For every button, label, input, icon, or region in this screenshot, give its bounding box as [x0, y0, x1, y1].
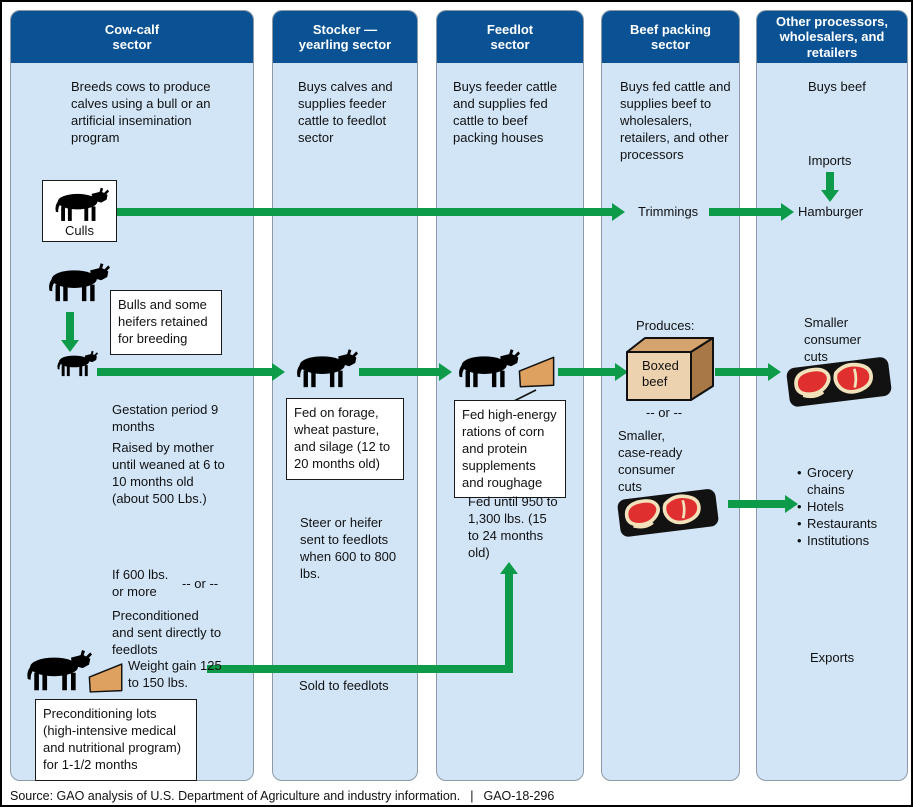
column-cow-calf: Cow-calf sector Breeds cows to produce c… [10, 10, 254, 781]
trough-connector-line [513, 389, 537, 402]
list-item: • Restaurants [797, 515, 878, 531]
bullet-icon: • [797, 515, 802, 531]
cow-icon [51, 187, 109, 223]
trough-icon [88, 662, 124, 694]
weight-gain-text: Weight gain 125 to 150 lbs. [128, 658, 222, 690]
column-stocker: Stocker — yearling sector Buys calves an… [272, 10, 418, 781]
culls-box: Culls [42, 180, 117, 242]
list-item: • Grocery chains [797, 465, 854, 497]
bulls-note-box: Bulls and some heifers retained for bree… [110, 290, 222, 355]
source-separator: | [470, 788, 474, 803]
column-desc: Buys beef [808, 79, 866, 94]
arrow-stocker-to-feedlot [359, 362, 452, 381]
arrow-feedlot-to-boxed-beef [558, 362, 628, 381]
stocker-fed-note-box: Fed on forage, wheat pasture, and silage… [286, 398, 404, 480]
list-item: • Hotels [797, 498, 844, 514]
arrow-calf-to-stocker [97, 362, 285, 381]
steer-note-text: Steer or heifer sent to feedlots when 60… [300, 515, 397, 581]
feedlot-fed-note-box: Fed high-energy rations of corn and prot… [454, 400, 566, 499]
produces-label: Produces: [636, 318, 695, 333]
source-bar: Source: GAO analysis of U.S. Department … [2, 784, 911, 805]
column-title: Beef packing sector [630, 21, 711, 52]
column-desc: Buys feeder cattle and supplies fed catt… [453, 79, 558, 145]
report-id: GAO-18-296 [483, 788, 555, 803]
if-600-text: If 600 lbs. or more [112, 567, 169, 599]
bullet-icon: • [797, 498, 802, 514]
trough-icon [518, 354, 556, 390]
column-desc: Buys fed cattle and supplies beef to who… [620, 79, 731, 162]
preconditioning-note-box: Preconditioning lots (high-intensive med… [35, 699, 197, 781]
case-ready-text: Smaller, case-ready consumer cuts [618, 428, 683, 494]
column-desc: Buys calves and supplies feeder cattle t… [298, 79, 393, 145]
raised-text: Raised by mother until weaned at 6 to 10… [112, 440, 225, 506]
column-header-stocker: Stocker — yearling sector [273, 11, 417, 63]
column-header-feedlot: Feedlot sector [437, 11, 583, 63]
column-title: Cow-calf sector [104, 21, 160, 52]
list-item: • Institutions [797, 532, 870, 548]
arrow-weight-gain-line [207, 665, 513, 673]
trimmings-label: Trimmings [638, 204, 699, 219]
column-header-retailers: Other processors, wholesalers, and retai… [757, 11, 907, 63]
gestation-text: Gestation period 9 months [112, 402, 219, 434]
column-title: Stocker — yearling sector [298, 21, 392, 52]
steaks-icon [783, 354, 895, 408]
cow-icon [454, 348, 520, 390]
sold-to-feedlots-text: Sold to feedlots [299, 678, 389, 693]
arrow-boxed-beef-to-cuts [715, 362, 781, 381]
customer-list: • Grocery chains • Hotels • Restaurants … [797, 465, 887, 549]
preconditioned-text: Preconditioned and sent directly to feed… [112, 608, 222, 657]
arrow-culls-to-trimmings [107, 202, 625, 221]
bullet-icon: • [797, 465, 802, 480]
bullet-icon: • [797, 532, 802, 548]
or-divider: -- or -- [182, 576, 219, 591]
boxed-beef-label: Boxed beef [642, 358, 679, 390]
exports-label: Exports [810, 650, 855, 665]
column-header-cow-calf: Cow-calf sector [11, 11, 253, 63]
arrow-imports-to-hamburger [820, 172, 839, 202]
culls-label: Culls [65, 223, 94, 238]
column-desc: Breeds cows to produce calves using a bu… [71, 79, 211, 145]
hamburger-label: Hamburger [798, 204, 864, 219]
arrow-sold-to-feedlots-up [499, 562, 518, 673]
smaller-cuts-text: Smaller consumer cuts [804, 315, 862, 364]
column-title: Other processors, wholesalers, and retai… [776, 14, 888, 60]
or-divider: -- or -- [646, 405, 683, 420]
cow-icon [44, 262, 110, 304]
source-text: Source: GAO analysis of U.S. Department … [10, 788, 461, 803]
column-header-beef-packing: Beef packing sector [602, 11, 739, 63]
calf-icon [54, 350, 98, 378]
cow-icon [22, 646, 92, 696]
arrow-trimmings-to-hamburger [709, 202, 794, 221]
imports-label: Imports [808, 153, 852, 168]
column-title: Feedlot sector [486, 21, 534, 52]
arrow-case-ready-to-customers [728, 494, 798, 513]
fed-until-text: Fed until 950 to 1,300 lbs. (15 to 24 mo… [468, 494, 558, 560]
steaks-icon [610, 486, 726, 538]
arrow-cow-to-calf [60, 312, 79, 352]
cow-icon [292, 348, 358, 390]
